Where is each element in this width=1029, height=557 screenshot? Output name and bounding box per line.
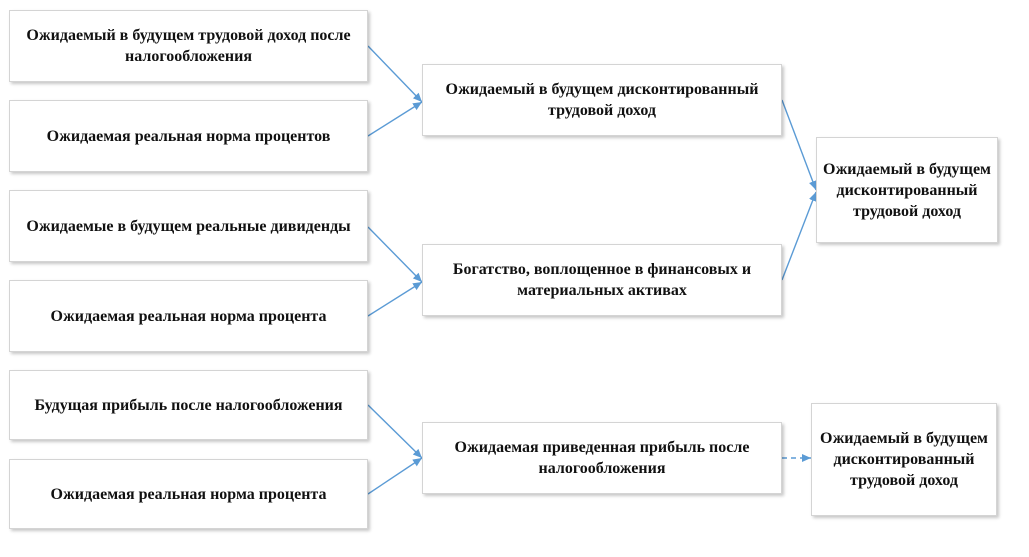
node-present-profit-after-tax: Ожидаемая приведенная прибыль после нало… [422,422,782,494]
arrow-b3-to-m2 [367,226,423,283]
arrow-m2-to-r1 [781,191,817,281]
node-expected-real-interest-rates: Ожидаемая реальная норма процентов [9,100,368,172]
arrow-m1-to-r1 [781,99,817,191]
node-expected-real-interest-rate-2: Ожидаемая реальная норма процента [9,459,368,529]
node-expected-labor-income-after-tax: Ожидаемый в будущем трудовой доход после… [9,10,368,82]
node-discounted-labor-income: Ожидаемый в будущем дисконтированный тру… [422,64,782,136]
node-future-profit-after-tax: Будущая прибыль после налогообложения [9,370,368,440]
arrow-b6-to-m3 [367,457,423,495]
node-expected-real-dividends: Ожидаемые в будущем реальные дивиденды [9,190,368,262]
node-result-discounted-labor-income-2: Ожидаемый в будущем дисконтированный тру… [811,403,997,516]
node-expected-real-interest-rate-1: Ожидаемая реальная норма процента [9,280,368,352]
arrow-b1-to-m1 [367,45,423,103]
arrow-b2-to-m1 [367,101,423,137]
arrow-b5-to-m3 [367,404,423,459]
node-wealth-in-assets: Богатство, воплощенное в финансовых и ма… [422,244,782,316]
node-result-discounted-labor-income-1: Ожидаемый в будущем дисконтированный тру… [816,137,998,243]
arrow-b4-to-m2 [367,281,423,317]
